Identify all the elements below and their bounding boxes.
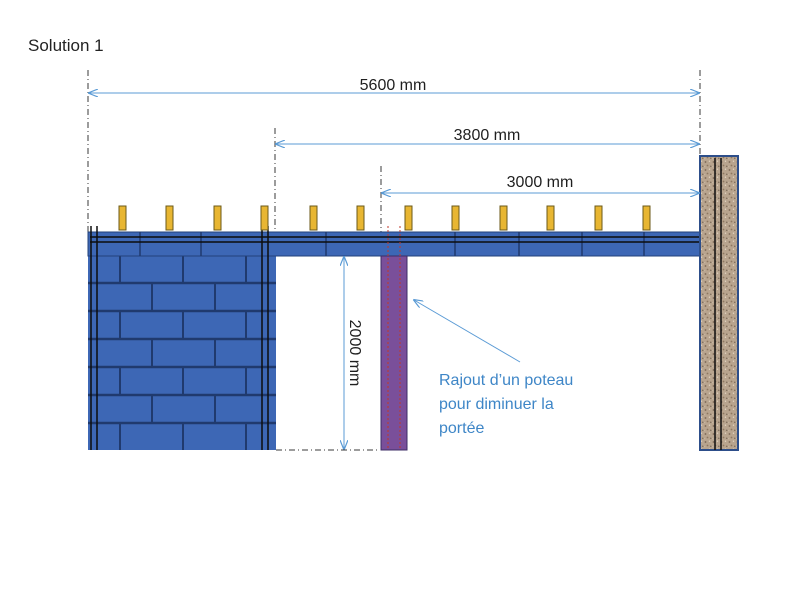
added-post [380, 226, 408, 451]
annotation-line-1: Rajout d’un poteau [439, 372, 573, 389]
masonry-wall [88, 256, 276, 450]
annotation-line-2: pour diminuer la [439, 396, 554, 413]
extension-lines [87, 70, 701, 232]
dimension-label-span-post: 3000 mm [507, 174, 574, 191]
anchor-bar [451, 205, 460, 231]
dimension-lines [89, 93, 699, 449]
dimension-label-height: 2000 mm [346, 320, 363, 387]
page-title: Solution 1 [28, 36, 104, 55]
beam-block-joints [139, 232, 645, 256]
anchor-bar [546, 205, 555, 231]
head-joints [119, 256, 247, 450]
annotation-leader [414, 300, 521, 363]
annotation-text: Rajout d’un poteau pour diminuer la port… [439, 372, 578, 437]
anchor-bars [118, 205, 651, 231]
annotation-line-3: portée [439, 420, 484, 437]
anchor-bar [356, 205, 365, 231]
dimension-label-span-wall: 3800 mm [454, 127, 521, 144]
dimension-label-total: 5600 mm [360, 77, 427, 94]
anchor-bar [642, 205, 651, 231]
anchor-bar [213, 205, 222, 231]
beam [87, 231, 730, 257]
anchor-bar [594, 205, 603, 231]
anchor-bar [118, 205, 127, 231]
anchor-bar [309, 205, 318, 231]
anchor-bar [165, 205, 174, 231]
anchor-bar [260, 205, 269, 231]
wall-rebars [90, 226, 269, 450]
anchor-bar [499, 205, 508, 231]
concrete-wall [699, 155, 739, 451]
anchor-bar [404, 205, 413, 231]
